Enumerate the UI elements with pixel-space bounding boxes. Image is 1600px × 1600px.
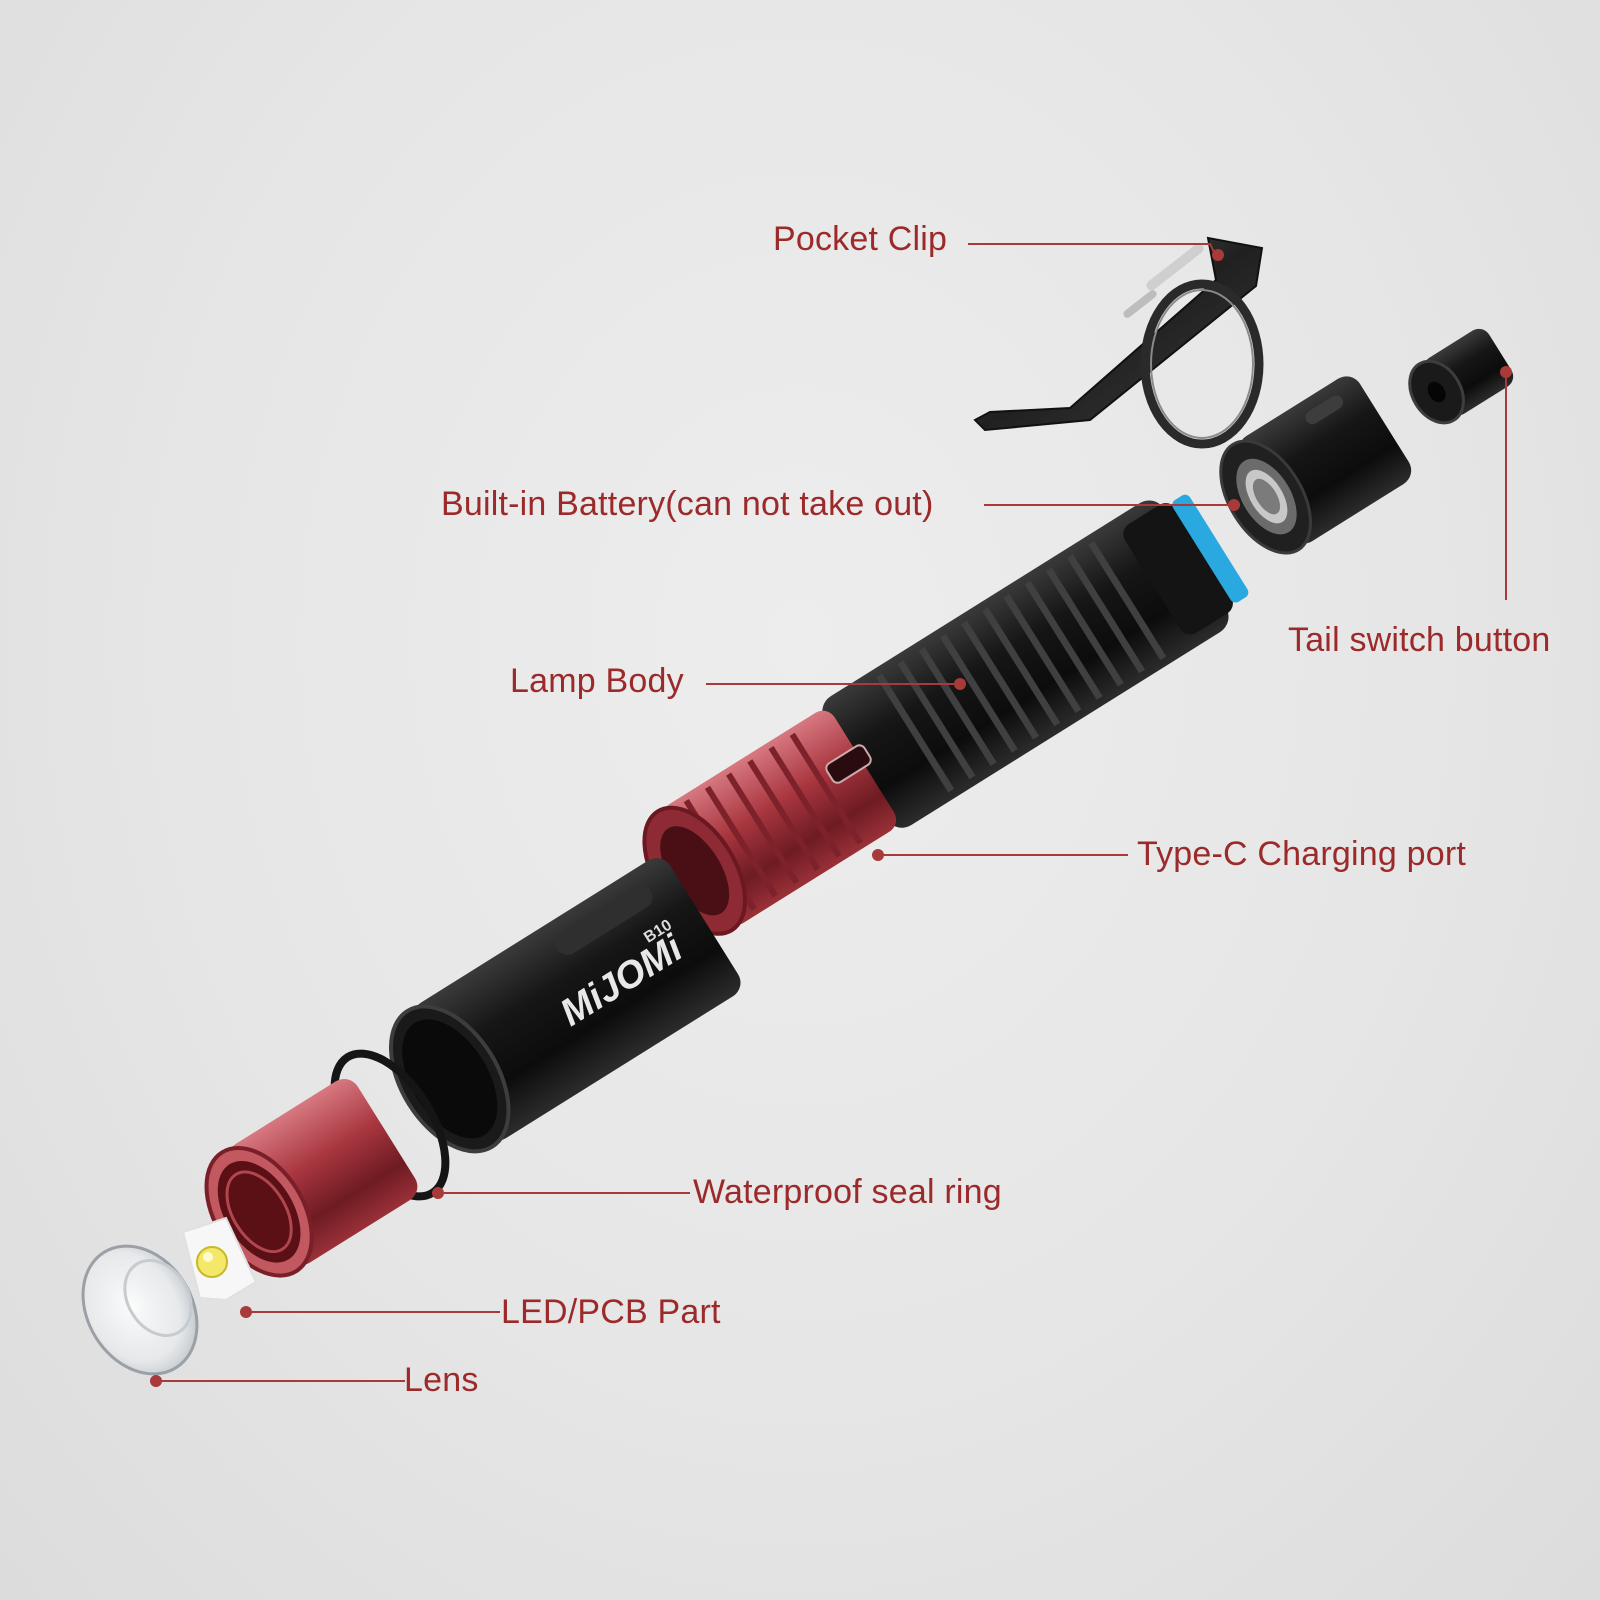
leader-lines	[156, 243, 1507, 1382]
leader-dots	[150, 249, 1512, 1387]
label-tail-switch-button: Tail switch button	[1288, 621, 1551, 659]
dot-built-in-battery	[1228, 499, 1240, 511]
dot-waterproof-seal-ring	[432, 1187, 444, 1199]
knurling-ribs	[876, 540, 1167, 793]
tail-switch-button	[1408, 328, 1514, 425]
label-waterproof-seal-ring: Waterproof seal ring	[693, 1173, 1002, 1211]
dot-pocket-clip	[1212, 249, 1224, 261]
dot-led-pcb	[240, 1306, 252, 1318]
dot-lens	[150, 1375, 162, 1387]
label-lens: Lens	[404, 1361, 479, 1399]
lamp-body	[642, 494, 1249, 936]
label-built-in-battery: Built-in Battery(can not take out)	[441, 485, 934, 523]
tail-cap	[1219, 376, 1412, 555]
led-pcb	[181, 1216, 258, 1302]
dot-lamp-body	[954, 678, 966, 690]
head-tube: MiJOMi B10	[388, 858, 741, 1154]
leader-pocket-clip	[968, 243, 1215, 253]
lens	[81, 1244, 199, 1376]
label-type-c-charging-port: Type-C Charging port	[1137, 835, 1467, 873]
pocket-clip	[973, 236, 1264, 449]
label-pocket-clip: Pocket Clip	[773, 220, 948, 258]
dot-type-c-port	[872, 849, 884, 861]
type-c-port	[825, 744, 872, 784]
battery-band	[1172, 494, 1249, 603]
label-lamp-body: Lamp Body	[510, 662, 684, 700]
dot-tail-switch-button	[1500, 366, 1512, 378]
label-led-pcb-part: LED/PCB Part	[501, 1293, 721, 1331]
